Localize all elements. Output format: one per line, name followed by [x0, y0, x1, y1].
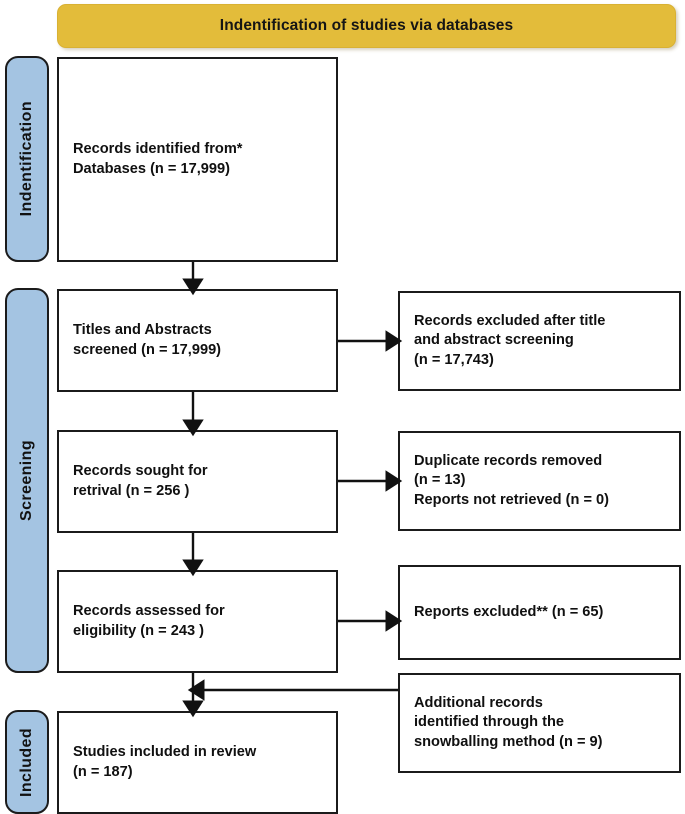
box-studies-included: Studies included in review (n = 187) — [57, 711, 338, 814]
box-records-excluded-title-abstract: Records excluded after title and abstrac… — [398, 291, 681, 391]
box-titles-abstracts-screened-text: Titles and Abstracts screened (n = 17,99… — [73, 322, 222, 358]
stage-pill-identification: Indentification — [5, 56, 49, 262]
box-reports-excluded-text: Reports excluded** (n = 65) — [414, 603, 604, 620]
box-duplicates-removed: Duplicate records removed (n = 13) Repor… — [398, 431, 681, 531]
box-records-excluded-title-abstract-text: Records excluded after title and abstrac… — [414, 312, 606, 368]
stage-pill-included: Included — [5, 710, 49, 814]
box-records-sought-retrieval-text: Records sought for retrival (n = 256 ) — [73, 463, 208, 499]
box-additional-records-snowballing: Additional records identified through th… — [398, 673, 681, 773]
box-records-identified: Records identified from* Databases (n = … — [57, 57, 338, 262]
box-duplicates-removed-text: Duplicate records removed (n = 13) Repor… — [414, 452, 610, 508]
stage-pill-included-label: Included — [18, 727, 35, 797]
box-records-identified-text: Records identified from* Databases (n = … — [73, 141, 243, 177]
stage-pill-screening: Screening — [5, 288, 49, 673]
box-studies-included-text: Studies included in review (n = 187) — [73, 744, 257, 780]
box-additional-records-snowballing-text: Additional records identified through th… — [414, 694, 603, 750]
diagram-title-text: Indentification of studies via databases — [219, 17, 514, 34]
stage-pill-identification-label: Indentification — [18, 101, 35, 217]
box-records-assessed-eligibility: Records assessed for eligibility (n = 24… — [57, 570, 338, 673]
box-titles-abstracts-screened: Titles and Abstracts screened (n = 17,99… — [57, 289, 338, 392]
box-records-assessed-eligibility-text: Records assessed for eligibility (n = 24… — [73, 603, 225, 639]
box-records-sought-retrieval: Records sought for retrival (n = 256 ) — [57, 430, 338, 533]
box-reports-excluded: Reports excluded** (n = 65) — [398, 565, 681, 660]
diagram-title-banner: Indentification of studies via databases — [57, 4, 676, 48]
stage-pill-screening-label: Screening — [18, 440, 35, 521]
